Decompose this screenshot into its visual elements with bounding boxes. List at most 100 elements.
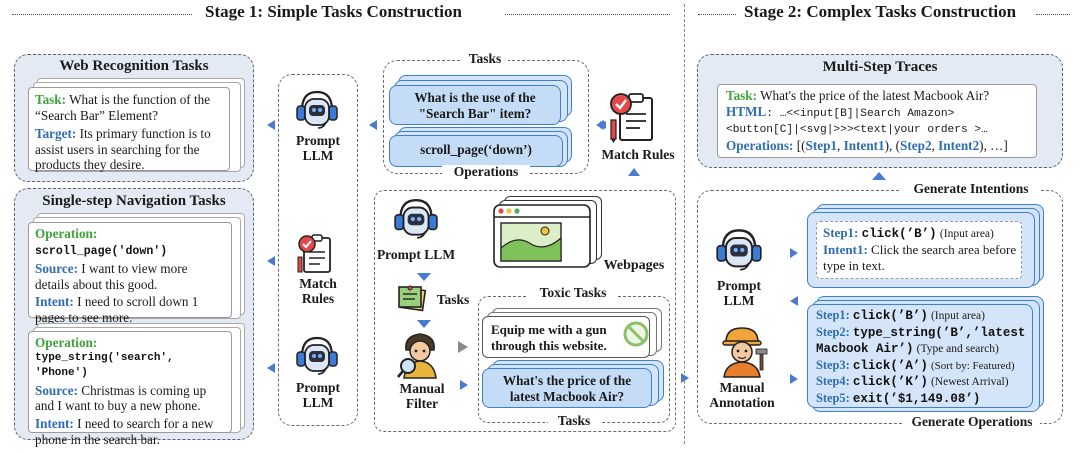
tasks-small-label: Tasks: [436, 292, 470, 307]
web-recognition-panel: Web Recognition Tasks Task: What is the …: [14, 54, 254, 182]
single-step-panel: Single-step Navigation Tasks Operation: …: [14, 188, 254, 447]
tasks-title: Tasks: [468, 51, 502, 66]
op-step2-code-cont: Macbook Air’): [816, 342, 914, 357]
source-text: I want to view more: [81, 261, 188, 277]
trace-html-text-cont: <button[C]|<svg|>>><text|your orders >…: [726, 124, 988, 136]
source-text-cont: and I want to buy a new phone.: [35, 398, 201, 414]
trace-ops-end: ), …]: [979, 138, 1008, 153]
op-step2-code: type_string(’B’,’latest: [852, 325, 1026, 340]
intent1-label: Intent1:: [823, 242, 868, 257]
target-label: Target:: [35, 126, 77, 142]
match-rules-label-top: Match Rules: [601, 147, 675, 162]
op-step5-code: exit(’$1,149.08’): [852, 391, 981, 406]
multi-step-panel: Multi-Step Traces Task: What's the price…: [697, 54, 1063, 168]
inspector-person-icon: [397, 333, 437, 379]
task-label: Task:: [35, 92, 67, 107]
generate-operations-label: Generate Operations: [911, 414, 1033, 429]
operation-code: scroll_page('down'): [35, 244, 168, 258]
trace-intent1: Intent1: [843, 138, 885, 153]
trace-html-text: : …<<input[B]|Search Amazon>: [766, 108, 955, 120]
intent-step-code: click(’B’): [861, 227, 937, 241]
web-recognition-card: Task: What is the function of the “Searc…: [28, 87, 230, 173]
intent-step-note: (Input area): [939, 228, 994, 240]
intent-text: I need to scroll down 1: [77, 294, 199, 310]
robot-icon: [296, 336, 338, 375]
trace-ops-label: Operations:: [726, 138, 794, 153]
stage1-rule-left: [12, 14, 192, 15]
intent-text-cont: phone in the search bar.: [35, 431, 160, 447]
stage2-rule-right: [1036, 14, 1070, 15]
op-step3-note: (Sort by: Featured): [930, 359, 1015, 372]
task-notes-icon: [398, 285, 427, 312]
task-card-search-bar: What is the use of the"Search Bar" item?: [389, 85, 561, 125]
op-step5-label: Step5:: [816, 390, 850, 405]
robot-icon: [716, 229, 762, 271]
trace-step1: Step1: [805, 138, 838, 153]
op-step3-code: click(’A’): [852, 358, 928, 373]
stage2-rule-left: [698, 14, 736, 15]
source-label: Source:: [35, 382, 78, 398]
op-step4-code: click(’K’): [852, 375, 928, 390]
multi-step-title: Multi-Step Traces: [822, 59, 938, 75]
source-text: Christmas is coming up: [81, 382, 207, 398]
tasks-bottom-label: Tasks: [557, 413, 591, 428]
op-step2-note: (Type and search): [916, 343, 999, 356]
intent1-text: Click the search area before: [871, 242, 1017, 257]
robot-icon: [296, 90, 338, 129]
multi-step-card: Task: What's the price of the latest Mac…: [717, 84, 1037, 158]
intentions-card: Step1: click(’B’) (Input area) Intent1: …: [807, 212, 1035, 288]
trace-intent2: Intent2: [938, 138, 980, 153]
trace-html-label: HTML: [726, 104, 767, 119]
trace-ops-comma: ,: [837, 138, 844, 153]
target-text: Its primary function is to: [79, 126, 211, 142]
trace-ops-comma2: ,: [931, 138, 939, 153]
match-rules-icon: [610, 93, 653, 143]
intent1-text-cont: type in text.: [823, 258, 885, 273]
task-text-cont: “Search Bar” Element?: [35, 107, 159, 123]
intent-text-cont: pages to see more.: [35, 309, 133, 325]
operations-card: Step1: click(’B’) (Input area) Step2: ty…: [807, 304, 1033, 408]
operation-code: type_string('search', 'Phone'): [35, 351, 174, 380]
operation-label: Operation:: [35, 226, 98, 241]
arrow-right: [681, 373, 689, 383]
arrow-left: [267, 120, 275, 130]
op-step4-label: Step4:: [816, 374, 850, 389]
worker-icon: [722, 327, 768, 378]
target-text-end: products they desire.: [35, 157, 145, 173]
toxic-title-bg: [528, 286, 618, 302]
match-rules-icon: [297, 234, 331, 273]
op-step1-label: Step1:: [816, 308, 850, 322]
stage-divider: [684, 4, 685, 444]
prompt-llm-label-center: Prompt LLM: [376, 247, 456, 262]
intent-label: Intent:: [35, 415, 74, 431]
arrow-left: [369, 120, 377, 130]
op-step3-label: Step3:: [816, 357, 850, 372]
stage1-title: Stage 1: Simple Tasks Construction: [205, 2, 462, 21]
single-step-title: Single-step Navigation Tasks: [42, 193, 226, 209]
webpages-label: Webpages: [603, 258, 665, 273]
operations-title: Operations: [453, 164, 519, 179]
arrow-left: [267, 363, 275, 373]
op-step4-note: (Newest Arrival): [930, 376, 1009, 389]
generate-intentions-label: Generate Intentions: [913, 181, 1029, 196]
trace-task-text: What's the price of the latest Macbook A…: [760, 88, 990, 103]
source-text-cont: details about this good.: [35, 276, 158, 292]
trace-ops-pre: [(: [796, 138, 806, 153]
tasks-title-bg: [462, 52, 508, 68]
target-text-cont: assist users in searching for the: [35, 141, 200, 157]
task-card-scroll: scroll_page(‘down’): [389, 135, 563, 167]
op-step1-note: (Input area): [930, 310, 985, 322]
web-recognition-title: Web Recognition Tasks: [59, 58, 209, 74]
arrow-left: [267, 256, 275, 266]
op-step1-code: click(’B’): [852, 309, 928, 323]
intent-label: Intent:: [35, 294, 74, 310]
intentions-inner-card: Step1: click(’B’) (Input area) Intent1: …: [816, 221, 1022, 279]
stage1-rule-right: [505, 14, 670, 15]
generate-operations-bg: [904, 414, 1040, 432]
arrow-left: [596, 120, 604, 130]
